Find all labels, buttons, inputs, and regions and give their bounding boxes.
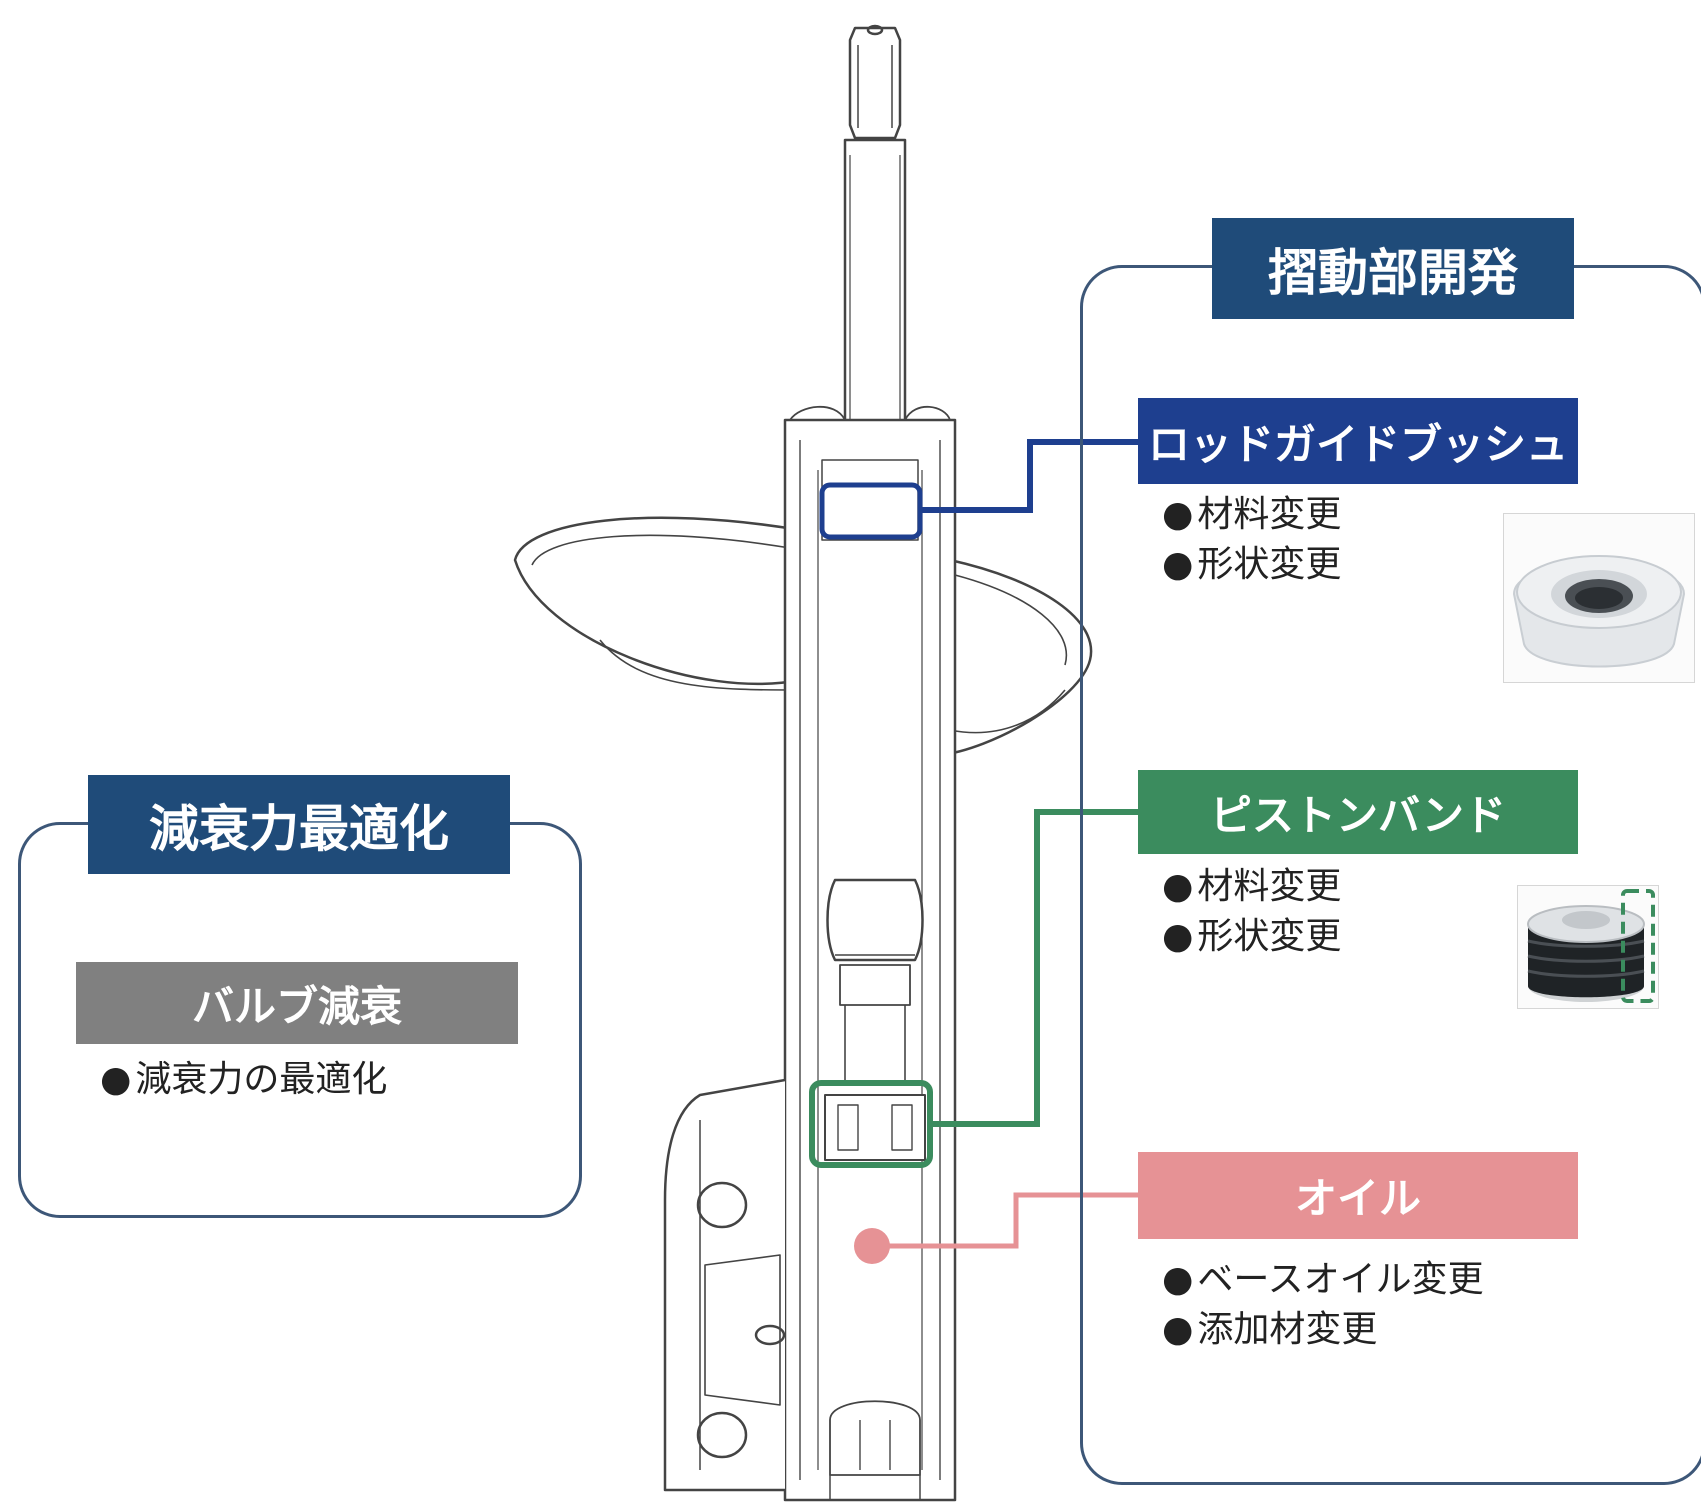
- rod-guide-bush-icon: [1512, 555, 1686, 668]
- list-item: ベースオイル変更: [1162, 1255, 1483, 1305]
- valve-damping-bullets: 減衰力の最適化: [100, 1055, 387, 1105]
- shock-absorber-drawing: [513, 24, 1093, 1502]
- list-item: 形状変更: [1162, 912, 1341, 962]
- rod-guide-connector: [920, 439, 1138, 513]
- oil-connector: [872, 1192, 1138, 1249]
- rod-guide-bush-bullets: 材料変更 形状変更: [1162, 490, 1341, 590]
- rod-guide-bush-label: ロッドガイドブッシュ: [1138, 398, 1578, 484]
- piston-band-label: ピストンバンド: [1138, 770, 1578, 854]
- piston-band-bullets: 材料変更 形状変更: [1162, 862, 1341, 962]
- rod-guide-bush-photo: [1503, 513, 1695, 683]
- piston-band-icon: [1527, 889, 1655, 1003]
- piston-band-photo: [1517, 885, 1659, 1009]
- list-item: 材料変更: [1162, 490, 1341, 540]
- list-item: 減衰力の最適化: [100, 1055, 387, 1105]
- piston-band-connector: [930, 809, 1138, 1127]
- valve-damping-label: バルブ減衰: [76, 962, 518, 1044]
- sliding-parts-title: 摺動部開発: [1212, 218, 1574, 319]
- list-item: 材料変更: [1162, 862, 1341, 912]
- oil-label: オイル: [1138, 1152, 1578, 1239]
- damping-optimization-title: 減衰力最適化: [88, 775, 510, 874]
- oil-bullets: ベースオイル変更 添加材変更: [1162, 1255, 1484, 1355]
- list-item: 形状変更: [1162, 540, 1341, 590]
- list-item: 添加材変更: [1162, 1305, 1484, 1355]
